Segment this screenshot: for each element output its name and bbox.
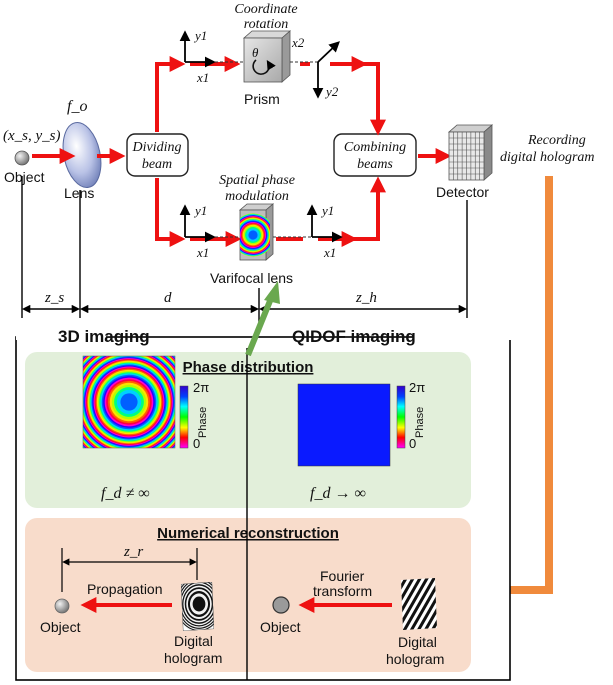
phase-distribution-title: Phase distribution [183,359,314,376]
combining-beams-line2: beams [357,157,393,172]
fd-left-label: f_d ≠ ∞ [101,485,150,502]
left-header: 3D imaging [58,327,150,346]
dividing-beam-line1: Dividing [132,140,182,155]
varifocal-lens: Spatial phase modulation Varifocal lens [210,173,295,286]
source-object: (x_s, y_s) Object [3,128,60,185]
coord-rotation-line2: rotation [244,17,289,32]
left-hologram [181,582,214,631]
axis-x2: x2 [291,35,305,50]
distance-markers: z_s d z_h [21,176,468,322]
flat-phase [297,383,391,467]
reconstruction-panel [25,518,471,672]
right-holo-line2: hologram [386,651,444,667]
colorbar-left: 2π 0 Phase [179,380,209,451]
axis-x1-upper: x1 [196,70,209,85]
fourier-line1: Fourier [320,568,365,584]
objective-lens: f_o Lens [62,98,102,201]
axes-lower-left: y1 x1 [179,203,216,260]
recording-line2: digital hologram [500,150,595,165]
axis-x1-lower-right: x1 [323,245,336,260]
red-path-down-5 [352,176,386,241]
cb-right-bottom: 0 [409,436,416,451]
red-path-down-1 [155,178,186,247]
prism: Coordinate rotation θ Prism [234,2,297,107]
detector: Detector [436,124,494,200]
dividing-beam-line2: beam [142,157,172,172]
propagation-label: Propagation [87,581,163,597]
right-header: QIDOF imaging [292,327,416,346]
left-holo-line1: Digital [174,633,213,649]
coord-rotation-line1: Coordinate [234,2,297,17]
zs-label: z_s [44,290,64,306]
left-object-ball [54,598,70,614]
lens-focal-label: f_o [67,98,87,115]
combining-beams-box: Combining beams [333,133,417,177]
cb-right-label: Phase [414,407,426,438]
recording-line1: Recording [527,133,586,148]
left-object-label: Object [40,619,81,635]
d-label: d [164,290,172,306]
source-ball [14,150,30,166]
red-path-up-5 [362,62,386,136]
source-coords: (x_s, y_s) [3,128,60,144]
right-holo-line1: Digital [398,634,437,650]
cb-left-top: 2π [193,380,209,395]
red-path-up-1 [155,56,186,132]
right-header-bg [414,318,512,340]
zr-label: z_r [123,544,143,560]
prism-theta: θ [252,45,259,60]
axes-lower-right: y1 x1 [306,203,343,260]
cb-right-top: 2π [409,380,425,395]
lens-label: Lens [64,185,94,201]
axis-y2: y2 [324,84,339,99]
cb-left-bottom: 0 [193,436,200,451]
fd-right-label: f_d → ∞ [310,485,366,502]
axis-y1-upper: y1 [193,28,207,43]
cb-left-label: Phase [197,407,209,438]
prism-label: Prism [244,91,280,107]
zone-plate-phase [83,356,175,448]
green-arrow-shaft [245,294,275,357]
spm-line1: Spatial phase [219,173,295,188]
varifocal-label: Varifocal lens [210,270,293,286]
axes-upper-right: x2 y2 [291,35,340,99]
zh-label: z_h [355,290,377,306]
axes-upper-left: y1 x1 [179,28,216,85]
right-object-label: Object [260,619,301,635]
green-arrow-head [264,281,280,304]
spm-line2: modulation [225,189,289,204]
axis-y1-lower-left: y1 [193,203,207,218]
dividing-beam-box: Dividing beam [126,133,189,177]
left-holo-line2: hologram [164,650,222,666]
right-hologram [401,578,437,630]
right-object-ball [272,596,290,614]
fourier-line2: transform [313,583,372,599]
axis-y1-lower-right: y1 [320,203,334,218]
combining-beams-line1: Combining [344,140,406,155]
colorbar-right: 2π 0 Phase [396,380,426,451]
axis-x1-lower-left: x1 [196,245,209,260]
left-header-bg [16,318,106,340]
object-label: Object [4,169,45,185]
reconstruction-title: Numerical reconstruction [157,525,339,542]
detector-label: Detector [436,184,489,200]
